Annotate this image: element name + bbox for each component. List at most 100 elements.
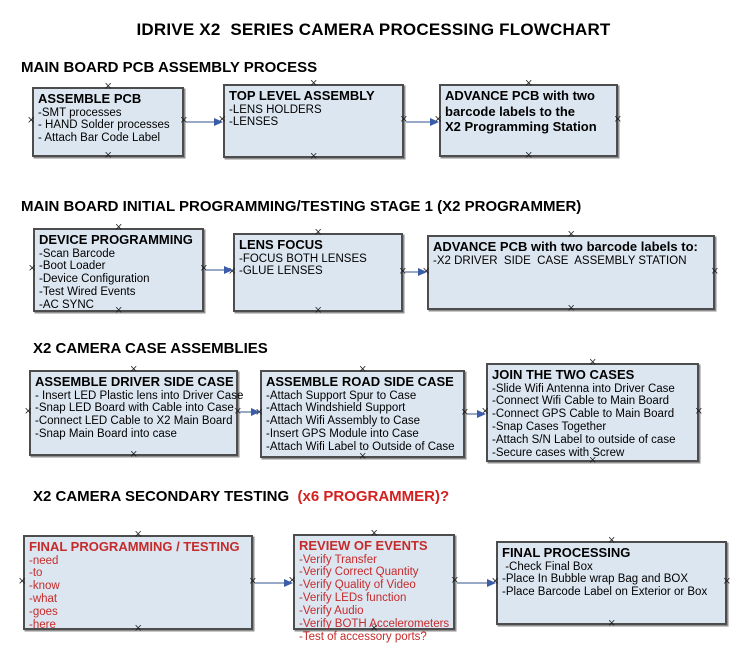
flow-box-s2-1: ASSEMBLE ROAD SIDE CASE-Attach Support S… <box>255 365 469 462</box>
box-item: -what <box>29 593 58 606</box>
box-item: -Connect Wifi Cable to Main Board <box>492 395 670 408</box>
flow-arrow-connector-5 <box>467 413 479 415</box>
flow-box-s0-1: TOP LEVEL ASSEMBLY-LENS HOLDERS-LENSES××… <box>218 79 408 162</box>
flow-box-s2-2: JOIN THE TWO CASES-Slide Wifi Antenna in… <box>481 358 703 466</box>
box-item: -need <box>29 554 59 567</box>
box-item: -know <box>29 580 60 593</box>
section-header-text: MAIN BOARD INITIAL PROGRAMMING/TESTING S… <box>21 198 582 215</box>
box-item: -AC SYNC <box>39 299 94 312</box>
flow-arrow-head-icon-7 <box>487 579 496 587</box>
connection-anchor-icon: × <box>399 114 408 125</box>
flow-arrow-connector-6 <box>255 582 286 584</box>
page-title: IDRIVE X2 SERIES CAMERA PROCESSING FLOWC… <box>136 20 611 39</box>
section-header-1: MAIN BOARD INITIAL PROGRAMMING/TESTING S… <box>21 198 581 215</box>
flow-arrow-connector-1 <box>406 121 432 123</box>
box-title: ADVANCE PCB with two barcode labels to t… <box>445 88 597 134</box>
box-item: -Snap LED Board with Cable into Case <box>35 402 234 415</box>
box-item: -Boot Loader <box>39 260 106 273</box>
flow-box-s2-0: ASSEMBLE DRIVER SIDE CASE- Insert LED Pl… <box>24 365 244 460</box>
flow-arrow-head-icon-1 <box>430 118 439 126</box>
flow-box-s3-1: REVIEW OF EVENTS-Verify Transfer-Verify … <box>288 529 459 643</box>
connection-anchor-icon: × <box>524 150 533 161</box>
flow-arrow-head-icon-4 <box>251 408 260 416</box>
flow-box-s1-0: DEVICE PROGRAMMING-Scan Barcode-Boot Loa… <box>28 223 208 316</box>
box-item: -Place Barcode Label on Exterior or Box <box>502 586 708 599</box>
box-item: -Attach Support Spur to Case <box>266 389 417 402</box>
box-item: -LENS HOLDERS <box>229 103 322 116</box>
connection-anchor-icon: × <box>567 303 576 314</box>
flow-box-s0-2: ADVANCE PCB with two barcode labels to t… <box>434 79 622 161</box>
section-header-text: X2 CAMERA CASE ASSEMBLIES <box>33 340 268 357</box>
box-item: -Test Wired Events <box>39 286 136 299</box>
section-header-3: X2 CAMERA SECONDARY TESTING (x6 PROGRAMM… <box>33 488 449 505</box>
section-header-text: X2 CAMERA SECONDARY TESTING <box>33 488 294 505</box>
box-item: -Connect LED Cable to X2 Main Board <box>35 415 233 428</box>
section-header-text: MAIN BOARD PCB ASSEMBLY PROCESS <box>21 59 318 76</box>
box-title: REVIEW OF EVENTS <box>299 538 428 553</box>
box-item: -Device Configuration <box>39 273 150 286</box>
box-item: -Verify Quality of Video <box>299 579 416 592</box>
box-item: -here <box>29 619 56 632</box>
flow-arrow-connector-7 <box>457 582 489 584</box>
box-item: -Attach Wifi Assembly to Case <box>266 415 421 428</box>
flow-box-s3-2: FINAL PROCESSING -Check Final Box-Place … <box>491 536 731 629</box>
connection-anchor-icon: × <box>129 449 138 460</box>
connection-anchor-icon: × <box>450 575 459 586</box>
box-item: -GLUE LENSES <box>239 265 323 278</box>
box-title: FINAL PROCESSING <box>502 545 631 560</box>
flow-box-s1-2: ADVANCE PCB with two barcode labels to:-… <box>422 230 719 314</box>
box-item: -FOCUS BOTH LENSES <box>239 252 367 265</box>
flow-arrow-head-icon-5 <box>477 410 486 418</box>
box-item: -Secure cases with Screw <box>492 447 625 460</box>
connection-anchor-icon: × <box>607 618 616 629</box>
connection-anchor-icon: × <box>710 265 719 277</box>
flow-arrow-connector-3 <box>405 271 420 273</box>
section-header-red-text: (x6 PROGRAMMER)? <box>293 488 450 505</box>
flow-box-s0-0: ASSEMBLE PCB-SMT processes- HAND Solder … <box>27 82 188 161</box>
connection-anchor-icon: × <box>27 115 36 126</box>
box-item: -Place In Bubble wrap Bag and BOX <box>502 573 689 586</box>
box-item: -Verify Audio <box>299 605 364 618</box>
section-header-2: X2 CAMERA CASE ASSEMBLIES <box>33 340 268 357</box>
connection-anchor-icon: × <box>18 575 27 587</box>
box-item: -Snap Main Board into case <box>35 428 177 441</box>
box-title: FINAL PROGRAMMING / TESTING <box>29 539 240 554</box>
connection-anchor-icon: × <box>314 305 323 316</box>
box-title: TOP LEVEL ASSEMBLY <box>229 88 375 103</box>
flow-arrow-connector-4 <box>240 411 253 413</box>
box-item: -Scan Barcode <box>39 247 116 260</box>
flow-box-s1-1: LENS FOCUS-FOCUS BOTH LENSES-GLUE LENSES… <box>228 228 407 316</box>
box-item: -to <box>29 567 43 580</box>
flow-arrow-head-icon-3 <box>418 268 427 276</box>
box-item: -Insert GPS Module into Case <box>266 428 419 441</box>
connection-anchor-icon: × <box>24 406 33 417</box>
flow-box-s3-0: FINAL PROGRAMMING / TESTING-need-to-know… <box>18 530 257 634</box>
box-item: -Verify BOTH Accelerometers <box>299 618 450 631</box>
box-item: -Verify Transfer <box>299 553 377 566</box>
box-item: -Snap Cases Together <box>492 421 607 434</box>
connection-anchor-icon: × <box>722 576 731 587</box>
box-item: -Verify LEDs function <box>299 592 407 605</box>
connection-anchor-icon: × <box>309 151 318 162</box>
box-item: -Check Final Box <box>502 560 593 573</box>
flow-arrow-head-icon-6 <box>284 579 293 587</box>
box-item: - HAND Solder processes <box>38 119 170 132</box>
box-title: ASSEMBLE DRIVER SIDE CASE <box>35 374 234 389</box>
flow-arrow-connector-0 <box>186 121 216 123</box>
box-title: ASSEMBLE ROAD SIDE CASE <box>266 374 454 389</box>
box-item: -Attach Wifi Label to Outside of Case <box>266 441 455 454</box>
box-title: JOIN THE TWO CASES <box>492 367 635 382</box>
box-item: - Insert LED Plastic lens into Driver Ca… <box>35 389 244 402</box>
box-title: DEVICE PROGRAMMING <box>39 232 193 247</box>
box-item: -Test of accessory ports? <box>299 630 427 643</box>
section-header-0: MAIN BOARD PCB ASSEMBLY PROCESS <box>21 59 317 76</box>
box-item: -goes <box>29 606 58 619</box>
box-item: -Attach S/N Label to outside of case <box>492 434 676 447</box>
connection-anchor-icon: × <box>694 405 703 417</box>
box-item: -Connect GPS Cable to Main Board <box>492 408 675 421</box>
box-item: -Verify Correct Quantity <box>299 566 419 579</box>
flow-arrow-head-icon-0 <box>214 118 223 126</box>
connection-anchor-icon: × <box>613 113 622 125</box>
box-title: ASSEMBLE PCB <box>38 91 142 106</box>
